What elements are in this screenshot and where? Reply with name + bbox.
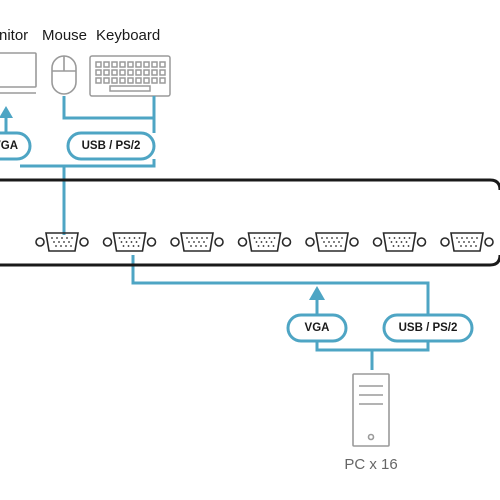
keyboard-key (135, 77, 142, 84)
mouse-icon (51, 55, 77, 95)
console-vga-pill (0, 131, 32, 161)
vga-port (372, 232, 427, 252)
keyboard-icon (89, 55, 171, 97)
vga-port (170, 232, 224, 252)
arrow-up-icon (0, 106, 13, 118)
cables (4, 96, 430, 370)
console-usb-drop (64, 159, 156, 168)
console-vga-label: VGA (0, 140, 18, 152)
vga-port (35, 232, 89, 252)
vga-port (102, 232, 157, 252)
keyboard-key (103, 77, 110, 84)
console-cable (20, 164, 66, 235)
keyboard-key (159, 77, 166, 84)
pc-usb-label: USB / PS/2 (398, 322, 458, 334)
keyboard-key (103, 61, 110, 68)
keyboard-key (135, 61, 142, 68)
pc-tower-icon (352, 373, 390, 447)
keyboard-key (103, 69, 110, 76)
keyboard-key (135, 69, 142, 76)
keyboard-spacebar (109, 85, 151, 92)
keyboard-key (119, 61, 126, 68)
kvm-switch (0, 178, 500, 267)
vga-port (305, 232, 359, 252)
pc-vga-pill (286, 313, 348, 343)
keyboard-key (151, 61, 158, 68)
kvm-ports (35, 232, 494, 252)
keyboard-key (127, 69, 134, 76)
keyboard-key (151, 69, 158, 76)
vga-port (237, 232, 292, 252)
mouse-cable (62, 96, 156, 133)
keyboard-key (111, 61, 118, 68)
keyboard-key (127, 77, 134, 84)
pc-usb-pill (382, 313, 474, 343)
monitor-label: nitor (0, 27, 29, 44)
keyboard-key (159, 69, 166, 76)
keyboard-key (119, 69, 126, 76)
keyboard-key (95, 69, 102, 76)
monitor-icon (0, 52, 37, 94)
keyboard-key (143, 69, 150, 76)
keyboard-key (95, 77, 102, 84)
console-usb-label: USB / PS/2 (81, 140, 141, 152)
keyboard-key (95, 61, 102, 68)
pc-vga-label: VGA (304, 322, 330, 334)
keyboard-key (111, 69, 118, 76)
keyboard-key (111, 77, 118, 84)
keyboard-key (143, 61, 150, 68)
keyboard-label: Keyboard (96, 27, 161, 44)
keyboard-key (143, 77, 150, 84)
vga-port (440, 232, 494, 252)
pc-count-label: PC x 16 (344, 456, 398, 473)
console-usb-pill (66, 131, 156, 161)
keyboard-key (159, 61, 166, 68)
arrow-up-icon (309, 286, 325, 300)
keyboard-key (151, 77, 158, 84)
pc-cable-top (131, 255, 430, 319)
keyboard-key (119, 77, 126, 84)
keyboard-key (127, 61, 134, 68)
mouse-label: Mouse (42, 27, 88, 44)
